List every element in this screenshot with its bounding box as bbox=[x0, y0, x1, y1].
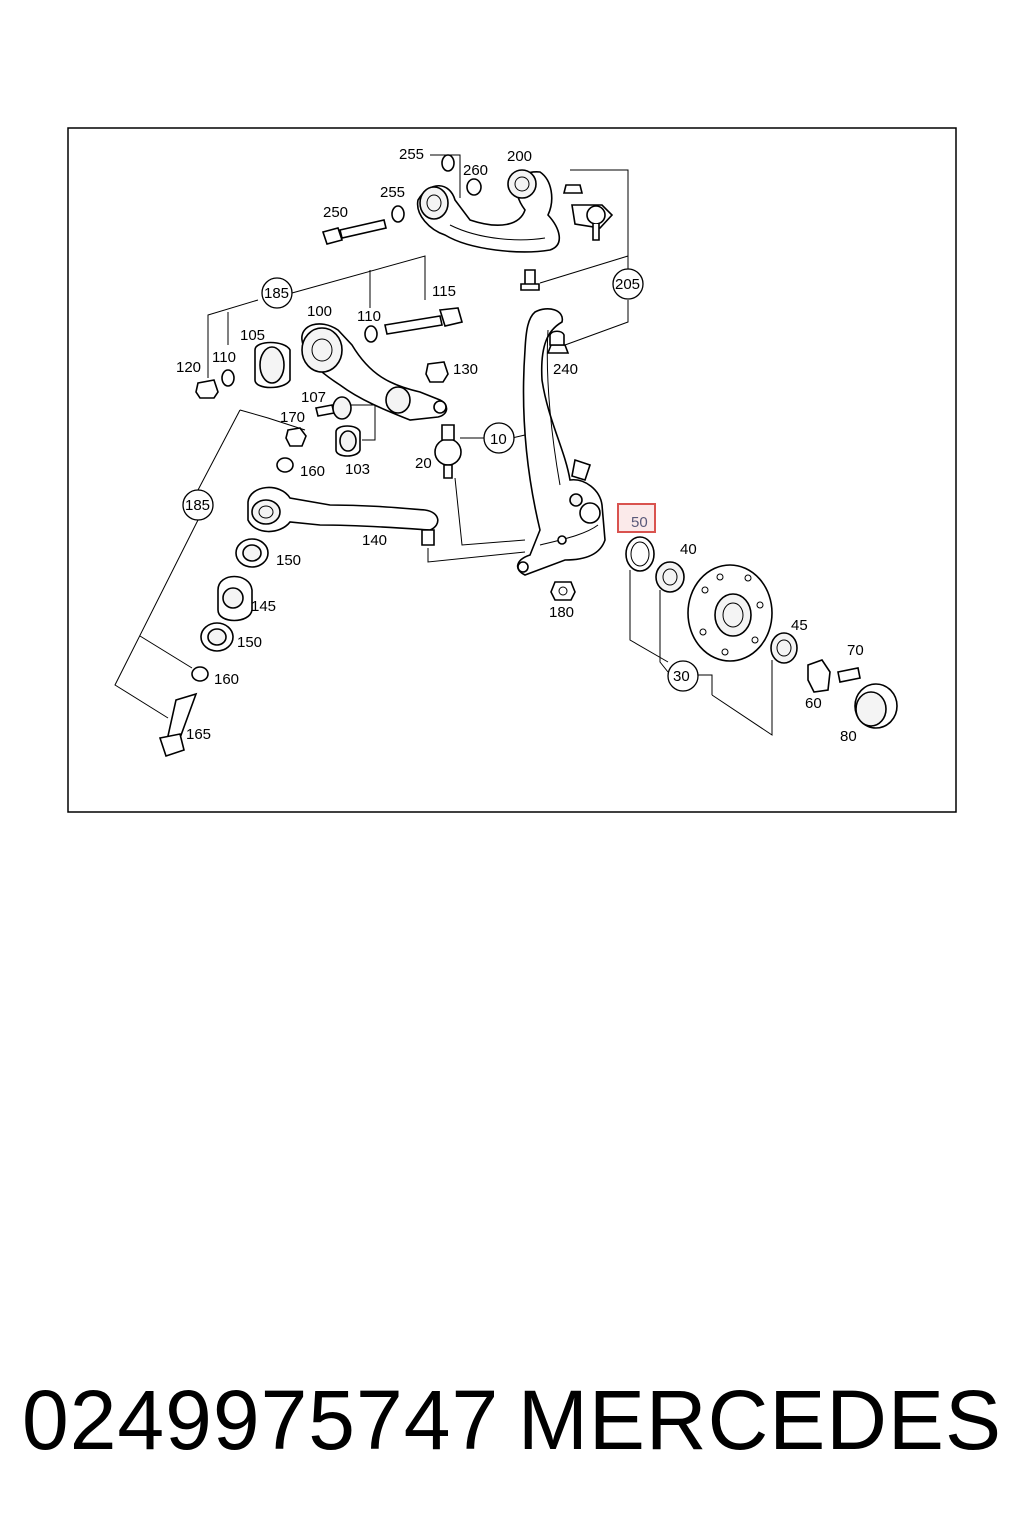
label-103: 103 bbox=[345, 461, 370, 478]
label-255: 255 bbox=[380, 184, 405, 201]
label-45: 45 bbox=[791, 617, 808, 634]
label-110-top: 110 bbox=[357, 308, 381, 325]
label-60: 60 bbox=[805, 695, 822, 712]
label-200: 200 bbox=[507, 148, 532, 165]
label-40: 40 bbox=[680, 541, 697, 558]
label-145: 145 bbox=[251, 598, 276, 615]
label-255-top: 255 bbox=[399, 146, 424, 163]
label-180: 180 bbox=[549, 604, 574, 621]
tension-strut bbox=[158, 486, 439, 758]
label-150-top: 150 bbox=[276, 552, 301, 569]
label-160: 160 bbox=[214, 671, 239, 688]
upper-control-arm bbox=[321, 154, 614, 291]
label-80: 80 bbox=[840, 728, 857, 745]
label-110: 110 bbox=[212, 349, 236, 366]
label-185-left: 185 bbox=[185, 497, 210, 514]
label-10: 10 bbox=[490, 431, 507, 448]
label-107: 107 bbox=[301, 389, 326, 406]
suspension-exploded-view: 255 260 200 255 250 185 205 115 100 110 … bbox=[67, 127, 957, 813]
label-105: 105 bbox=[240, 327, 265, 344]
callout-labels: 255 260 200 255 250 185 205 115 100 110 … bbox=[176, 146, 864, 745]
label-115: 115 bbox=[432, 283, 456, 300]
label-165: 165 bbox=[186, 726, 211, 743]
label-130: 130 bbox=[453, 361, 478, 378]
label-120: 120 bbox=[176, 359, 201, 376]
label-30: 30 bbox=[673, 668, 690, 685]
wheel-hub-group bbox=[625, 536, 898, 729]
label-205: 205 bbox=[615, 276, 640, 293]
label-160-top: 160 bbox=[300, 463, 325, 480]
steering-knuckle bbox=[516, 308, 606, 601]
label-140: 140 bbox=[362, 532, 387, 549]
label-170: 170 bbox=[280, 409, 305, 426]
part-number: 0249975747 bbox=[22, 1372, 500, 1467]
lower-control-arm bbox=[195, 307, 463, 479]
circled-callouts bbox=[182, 268, 699, 692]
leader-lines bbox=[114, 154, 773, 736]
label-20: 20 bbox=[415, 455, 432, 472]
label-100: 100 bbox=[307, 303, 332, 320]
label-50: 50 bbox=[631, 514, 648, 531]
brand-name: MERCEDES bbox=[517, 1372, 1002, 1467]
highlight-box bbox=[617, 503, 656, 533]
label-240: 240 bbox=[553, 361, 578, 378]
label-70: 70 bbox=[847, 642, 864, 659]
label-260: 260 bbox=[463, 162, 488, 179]
parts-diagram: 255 260 200 255 250 185 205 115 100 110 … bbox=[67, 127, 957, 813]
caption-bar: 0249975747 MERCEDES bbox=[0, 1360, 1024, 1480]
label-250: 250 bbox=[323, 204, 348, 221]
label-150: 150 bbox=[237, 634, 262, 651]
label-185-top: 185 bbox=[264, 285, 289, 302]
